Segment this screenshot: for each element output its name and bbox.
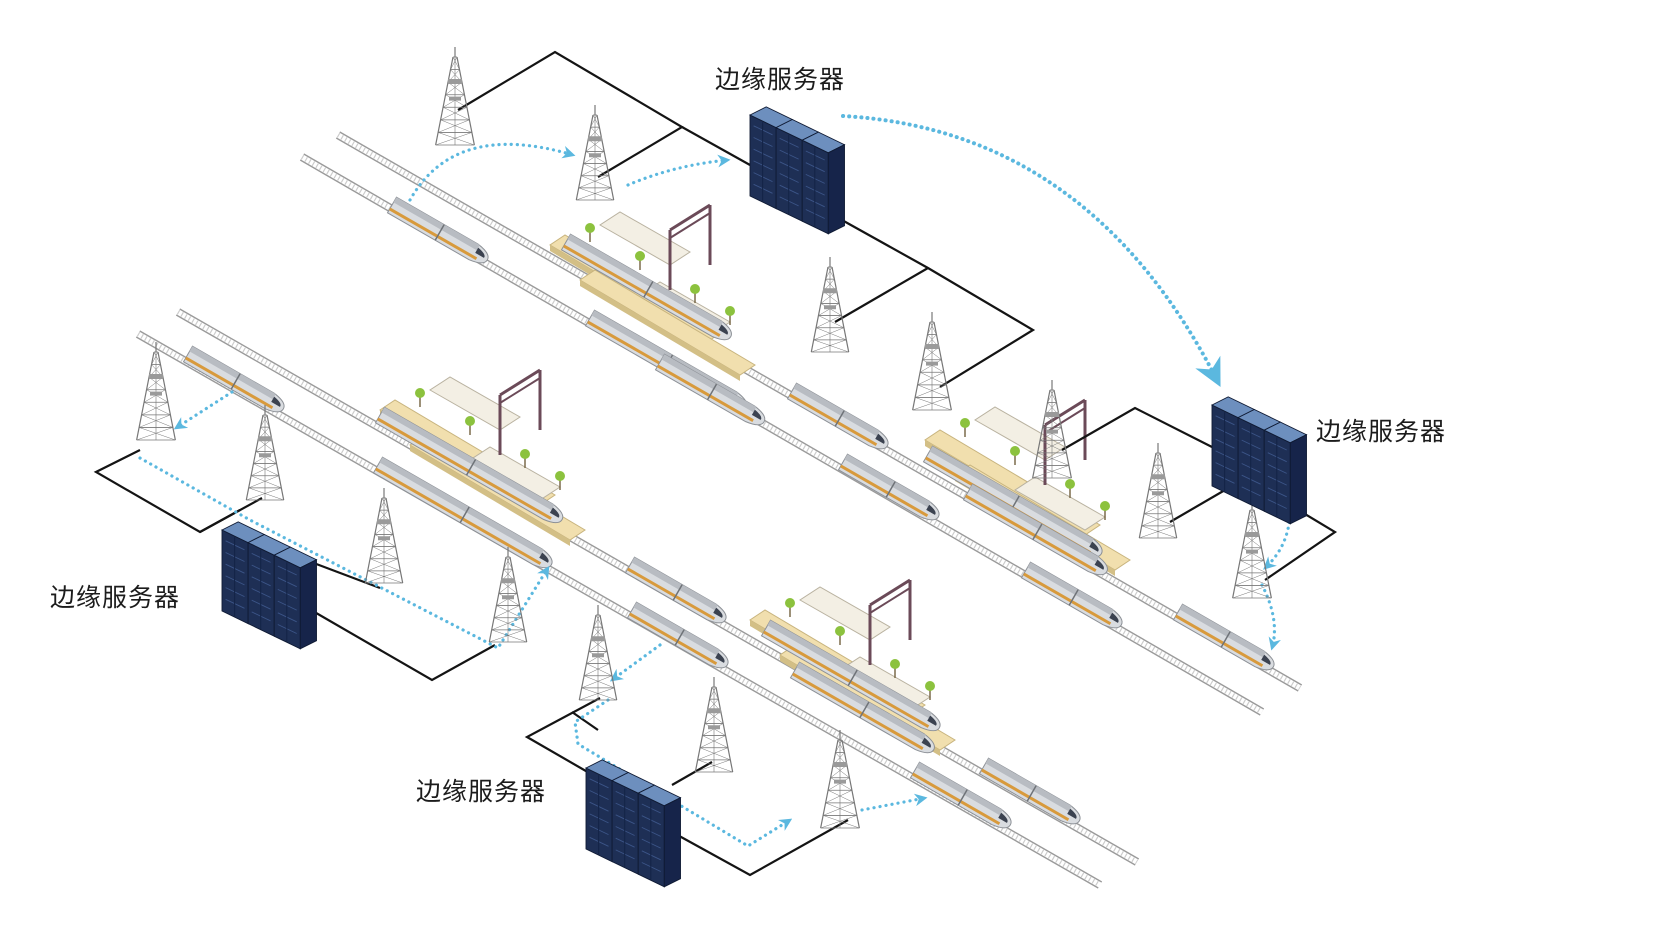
network-link xyxy=(199,497,263,533)
high-speed-train xyxy=(1020,561,1123,629)
high-speed-train xyxy=(624,556,727,624)
data-flow-arrow xyxy=(860,793,928,812)
high-speed-train xyxy=(626,601,729,669)
network-link xyxy=(457,50,685,178)
communication-tower xyxy=(245,405,285,501)
network-links xyxy=(93,50,1338,877)
edge-server-rack-icon xyxy=(1210,396,1308,525)
data-flow-arrow xyxy=(841,114,1221,387)
tree xyxy=(785,598,795,617)
high-speed-train xyxy=(560,233,732,341)
network-link xyxy=(681,126,751,166)
tree xyxy=(585,223,595,242)
high-speed-train xyxy=(962,483,1108,576)
server-label-right: 边缘服务器 xyxy=(1316,417,1447,446)
communication-tower xyxy=(820,730,860,829)
communication-tower xyxy=(364,488,404,584)
data-flows xyxy=(138,114,1292,848)
network-link xyxy=(524,697,601,779)
network-link xyxy=(310,609,496,682)
high-speed-train xyxy=(837,453,940,521)
tree xyxy=(555,471,565,490)
data-flow-arrow xyxy=(573,698,793,848)
tree xyxy=(520,449,530,468)
edge-servers xyxy=(220,106,1308,888)
communication-tower xyxy=(136,342,176,441)
network-link xyxy=(571,711,599,731)
data-flow-arrow xyxy=(626,154,731,187)
high-speed-train xyxy=(372,456,553,569)
data-flow-arrow xyxy=(408,142,576,202)
tree xyxy=(1010,446,1020,465)
data-flow-arrow xyxy=(138,456,550,651)
communication-tower xyxy=(1232,500,1272,599)
high-speed-train xyxy=(909,761,1012,829)
high-speed-train xyxy=(789,661,935,754)
communication-tower xyxy=(488,547,528,643)
communication-tower xyxy=(575,105,615,201)
tree xyxy=(835,626,845,645)
data-flow-arrow xyxy=(173,390,234,430)
communication-tower xyxy=(694,677,734,773)
server-label-bottom: 边缘服务器 xyxy=(416,777,547,806)
tree xyxy=(690,284,700,303)
communication-tower xyxy=(810,257,850,353)
high-speed-train xyxy=(760,619,941,732)
network-link xyxy=(93,449,241,534)
data-flow-arrow xyxy=(609,643,662,682)
data-flow-arrow xyxy=(1260,583,1281,651)
network-link xyxy=(1264,507,1338,581)
network-link xyxy=(671,819,849,877)
tree xyxy=(1100,501,1110,520)
communication-tower xyxy=(1032,380,1072,479)
network-link xyxy=(834,267,929,323)
high-speed-train xyxy=(978,757,1081,825)
tree xyxy=(725,306,735,325)
overhead-gantry xyxy=(868,578,912,665)
network-link xyxy=(310,560,381,590)
railway-tracks xyxy=(135,131,1303,889)
network-link xyxy=(671,761,713,786)
tree xyxy=(960,418,970,437)
high-speed-train xyxy=(1172,603,1275,671)
server-label-top: 边缘服务器 xyxy=(715,65,846,94)
tree xyxy=(1065,479,1075,498)
server-label-left: 边缘服务器 xyxy=(50,583,181,612)
trains xyxy=(182,196,1275,829)
edge-server-rack-icon xyxy=(220,521,318,650)
communication-tower xyxy=(912,312,952,411)
high-speed-train xyxy=(182,345,285,413)
communication-tower xyxy=(435,47,475,146)
communication-tower xyxy=(1138,443,1178,539)
edge-server-rack-icon xyxy=(584,759,682,888)
tree xyxy=(415,388,425,407)
tree xyxy=(925,681,935,700)
tree xyxy=(890,659,900,678)
communication-tower xyxy=(578,605,618,701)
overhead-gantry xyxy=(668,203,712,290)
overhead-gantry xyxy=(498,368,542,455)
high-speed-train xyxy=(786,382,889,450)
network-link xyxy=(1061,406,1213,451)
network-link xyxy=(1169,489,1226,523)
high-speed-train xyxy=(654,353,766,426)
high-speed-train xyxy=(386,196,489,264)
tree xyxy=(635,251,645,270)
tree xyxy=(465,416,475,435)
network-link xyxy=(814,204,1036,388)
edge-server-rack-icon xyxy=(748,106,846,235)
communication-towers xyxy=(136,47,1272,829)
high-speed-train xyxy=(374,406,564,524)
